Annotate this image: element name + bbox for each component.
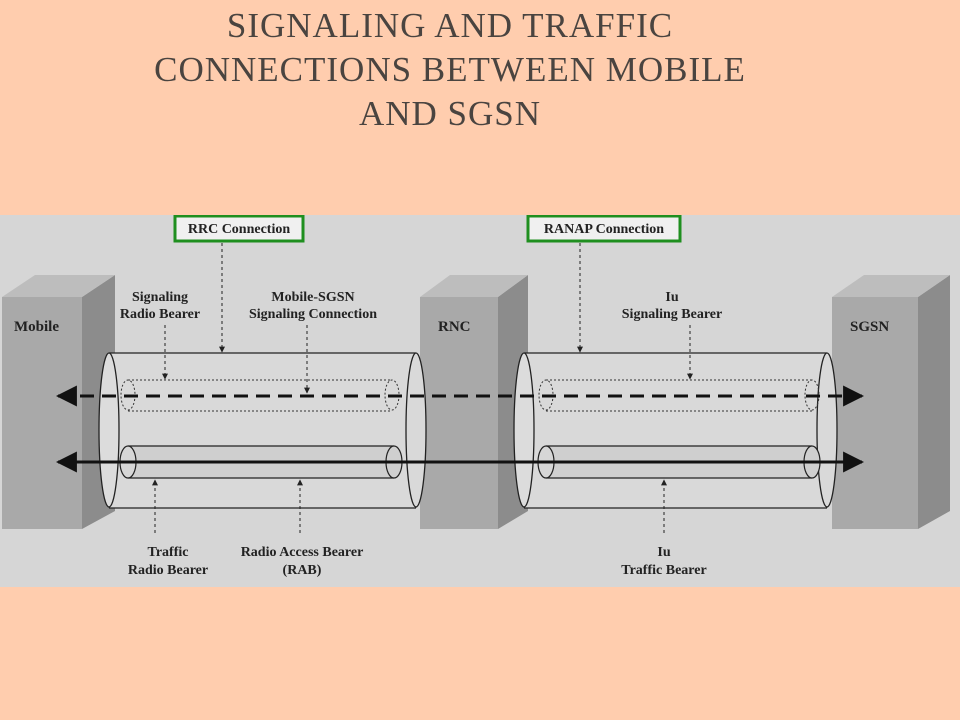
ranap-connection-label: RANAP Connection [544,222,664,237]
iu-signaling-bearer-annotation: Iu Signaling Bearer [622,290,722,380]
traffic-radio-bearer-label-1: Traffic [148,545,189,560]
rab-label-1: Radio Access Bearer [241,545,364,560]
iu-traffic-label-2: Traffic Bearer [621,563,706,578]
diagram-canvas: Mobile RNC SGSN [2,215,950,578]
ranap-connection-box: RANAP Connection [526,215,682,243]
rnc-label: RNC [438,319,471,335]
traffic-radio-bearer-annotation: Traffic Radio Bearer [128,479,208,578]
title-line-1: SIGNALING AND TRAFFIC [226,6,674,45]
mobile-sgsn-label-1: Mobile-SGSN [271,290,354,305]
title-line-2: CONNECTIONS BETWEEN MOBILE [154,50,746,89]
mobile-sgsn-signaling-annotation: Mobile-SGSN Signaling Connection [249,290,377,394]
mobile-sgsn-label-2: Signaling Connection [249,307,377,322]
iu-signaling-label-2: Signaling Bearer [622,307,722,322]
mobile-label: Mobile [14,319,59,335]
signaling-radio-bearer-label-2: Radio Bearer [120,307,200,322]
iu-signaling-label-1: Iu [665,290,678,305]
bearer-diagram: Mobile RNC SGSN [0,215,960,587]
mobile-node: Mobile [2,275,115,529]
rnc-node: RNC [420,275,528,529]
radio-access-bearer-annotation: Radio Access Bearer (RAB) [241,479,364,578]
title-line-3: AND SGSN [358,94,542,133]
signaling-radio-bearer-label-1: Signaling [132,290,188,305]
rab-label-2: (RAB) [283,563,322,578]
sgsn-label: SGSN [850,319,889,335]
signaling-radio-bearer-annotation: Signaling Radio Bearer [120,290,200,380]
rrc-cylinder [98,352,427,509]
ranap-cylinder [513,352,838,509]
iu-traffic-label-1: Iu [657,545,670,560]
sgsn-node: SGSN [832,275,950,529]
slide-title: SIGNALING AND TRAFFIC CONNECTIONS BETWEE… [60,4,840,136]
iu-traffic-bearer-annotation: Iu Traffic Bearer [621,479,707,578]
rrc-connection-box: RRC Connection [173,215,305,243]
rrc-connection-label: RRC Connection [188,222,290,237]
traffic-radio-bearer-label-2: Radio Bearer [128,563,208,578]
